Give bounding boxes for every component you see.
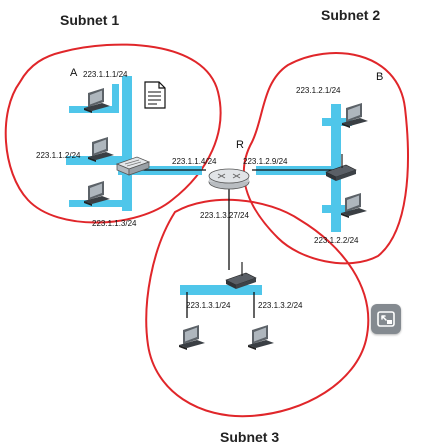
picture-in-picture-button[interactable] [371, 304, 401, 334]
addr-host-13: 223.1.1.3/24 [92, 219, 137, 228]
wireless-ap-3-icon[interactable] [225, 261, 257, 290]
addr-host-b: 223.1.2.1/24 [296, 86, 341, 95]
highlight-host-22 [322, 205, 352, 213]
highlight-host-b [322, 118, 352, 126]
addr-router-if1: 223.1.1.4/24 [172, 157, 217, 166]
document-icon [144, 81, 166, 109]
link-highlights [66, 76, 352, 295]
host-b-label: B [376, 71, 383, 83]
addr-host-12: 223.1.1.2/24 [36, 151, 81, 160]
subnet-1-title: Subnet 1 [60, 12, 119, 28]
addr-router-if3: 223.1.3.27/24 [200, 211, 249, 220]
router-label: R [236, 139, 244, 151]
addr-host-a: 223.1.1.1/24 [83, 70, 128, 79]
highlight-backbone-2 [331, 104, 341, 232]
highlight-host-13 [69, 200, 127, 207]
host-31-computer-icon[interactable] [179, 325, 205, 350]
host-b-computer-icon[interactable] [342, 103, 368, 128]
highlight-backbone-1 [122, 76, 132, 211]
addr-host-31: 223.1.3.1/24 [186, 301, 231, 310]
addr-host-22: 223.1.2.2/24 [314, 236, 359, 245]
subnet-3-title: Subnet 3 [220, 429, 279, 445]
host-32-computer-icon[interactable] [248, 325, 274, 350]
subnet-1-boundary [4, 43, 222, 224]
highlight-host-a-drop [112, 84, 119, 113]
subnet-2-title: Subnet 2 [321, 7, 380, 23]
picture-in-picture-icon [377, 311, 395, 327]
wires [140, 169, 334, 318]
addr-host-32: 223.1.3.2/24 [258, 301, 303, 310]
subnet-2-boundary [242, 52, 409, 265]
subnet-3-boundary [145, 198, 370, 418]
addr-router-if2: 223.1.2.9/24 [243, 157, 288, 166]
router-icon[interactable] [208, 168, 250, 190]
highlight-backbone-3 [180, 285, 262, 295]
host-a-label: A [70, 67, 78, 79]
